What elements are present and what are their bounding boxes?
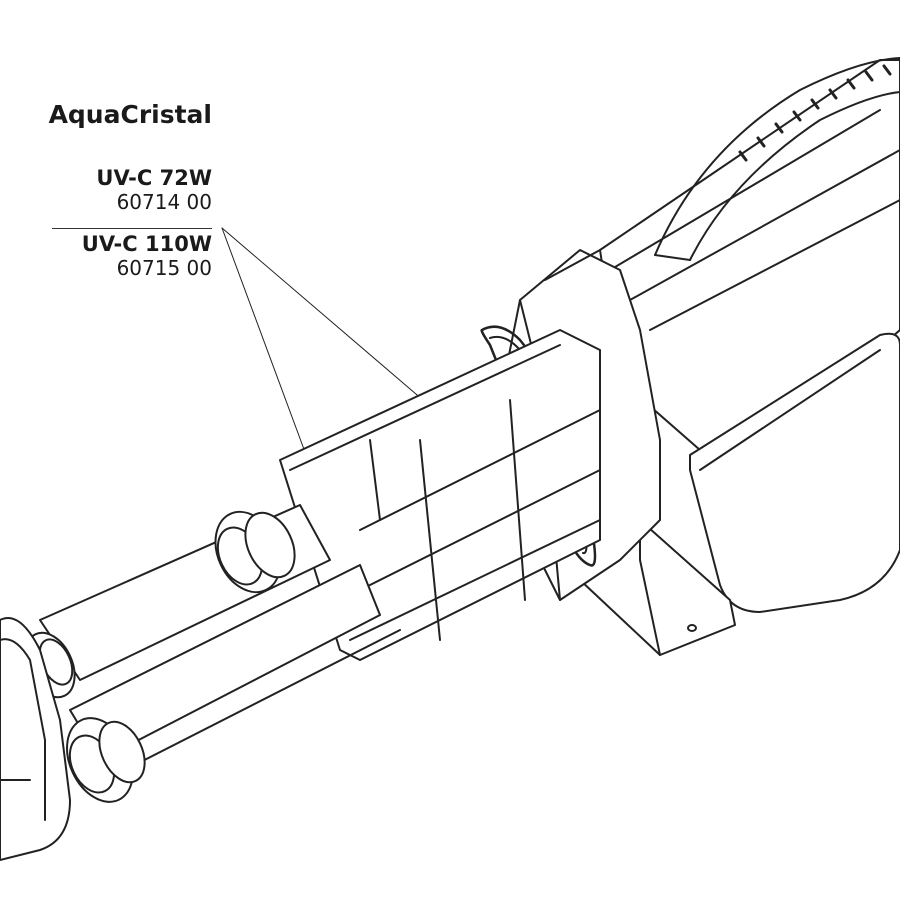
variant-divider xyxy=(52,228,212,229)
variant-article-number: 60714 00 xyxy=(116,190,212,214)
variant-model-label: UV-C 110W xyxy=(81,232,212,256)
uv-housing xyxy=(599,59,900,613)
handle-ring xyxy=(654,57,900,261)
threaded-cap-upper xyxy=(214,510,296,594)
product-title: AquaCristal xyxy=(48,100,212,129)
variant-block-110w: UV-C 110W 60715 00 xyxy=(82,232,212,280)
variant-article-number: 60715 00 xyxy=(116,256,212,280)
variant-block-72w: UV-C 72W 60714 00 xyxy=(96,166,212,214)
inlet-housing xyxy=(0,617,71,861)
threaded-cap-lower xyxy=(66,717,146,803)
variant-model-label: UV-C 72W xyxy=(96,166,212,190)
